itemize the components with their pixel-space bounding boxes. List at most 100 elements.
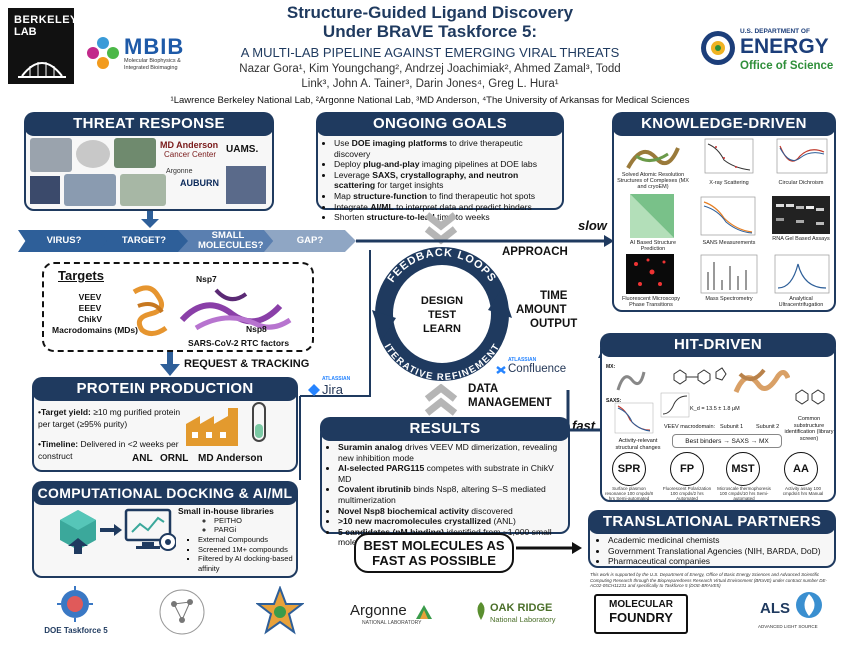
confluence-logo: ATLASSIAN Confluence — [496, 357, 568, 381]
argonne-logo: Argonne NATIONAL LABORATORY — [350, 602, 436, 632]
best-binders-box: Best binders → SAXS → MX — [672, 434, 782, 448]
berkeley-lab-logo-line2: LAB — [14, 26, 37, 38]
request-arrow — [160, 352, 180, 376]
page-subtitle: A MULTI-LAB PIPELINE AGAINST EMERGING VI… — [240, 45, 620, 60]
caption-sans: SANS Measurements — [702, 240, 756, 246]
goal-item-1: Use DOE imaging platforms to drive thera… — [334, 138, 560, 159]
structure-complex-icon — [626, 147, 680, 169]
jira-name: Jira — [322, 382, 343, 397]
confluence-atlassian: ATLASSIAN — [508, 357, 537, 363]
loop-design: DESIGN — [421, 295, 463, 307]
result-item-4: Novel Nsp8 biochemical activity discover… — [338, 506, 568, 517]
lab-anl: ANL — [132, 453, 153, 464]
oakridge-logo: OAK RIDGE National Laboratory — [474, 600, 560, 630]
time-label: TIME — [540, 290, 568, 302]
als-sub: ADVANCED LIGHT SOURCE — [758, 624, 818, 629]
page-title-line1: Structure-Guided Ligand Discovery — [286, 3, 574, 22]
doe-small: U.S. DEPARTMENT OF — [740, 28, 810, 35]
mst-caption: Microscale thermophoresis 100 cmpds/10 h… — [717, 486, 771, 501]
saxs-curve-plot — [614, 402, 654, 434]
rtc-label: SARS-CoV-2 RTC factors — [188, 338, 290, 348]
caption-cd: Circular Dichroism — [778, 180, 824, 186]
als-swirl-icon — [796, 592, 822, 618]
threat-collage: MD Anderson Cancer Center UAMS. Argonne … — [30, 138, 270, 208]
docking-list2: External Compounds Screened 1M+ compound… — [184, 535, 296, 573]
mx-structure-icon — [616, 371, 646, 391]
nsp8-label: Nsp8 — [246, 324, 267, 334]
output-label: OUTPUT — [530, 318, 578, 330]
results-panel — [320, 424, 570, 534]
goal-item-6: Shorten structure-to-lead time to weeks — [334, 212, 560, 223]
lab-mdanderson: MD Anderson — [198, 453, 263, 464]
fp-caption: Fluorescent Polarization 100 cmpds/2 hrs… — [662, 486, 712, 501]
protein-production-title: PROTEIN PRODUCTION — [32, 377, 298, 401]
spr-circle: SPR — [612, 452, 646, 486]
rna-gel-image — [772, 196, 830, 234]
best-molecules-box: BEST MOLECULES AS FAST AS POSSIBLE — [354, 533, 514, 573]
docking-list1: PEITHO PARGi — [200, 516, 296, 534]
chevron-gap-label: GAP? — [296, 235, 324, 246]
result-item-1: Suramin analog drives VEEV MD dimerizati… — [338, 442, 568, 463]
result-item-2: AI-selected PARG115 competes with substr… — [338, 463, 568, 484]
mbib-sub2: Integrated Bioimaging — [124, 65, 178, 71]
doe-taskforce-logo: DOE Taskforce 5 — [36, 584, 116, 640]
argonne-name: Argonne — [350, 602, 407, 619]
results-title: RESULTS — [320, 417, 570, 441]
docking-title: COMPUTATIONAL DOCKING & AI/ML — [32, 481, 298, 505]
docking-item-filtered: Filtered by AI docking-based affinity — [198, 554, 296, 573]
mdanderson-label: MD Anderson — [160, 140, 219, 150]
argonne-small-label: Argonne — [166, 168, 193, 175]
aa-label: AA — [793, 463, 809, 475]
argonne-triangle-icon — [416, 605, 432, 619]
mst-circle: MST — [726, 452, 760, 486]
caption-fluorescence: Fluorescent Microscopy Phase Transitions — [621, 296, 681, 308]
protein-dimer-icon — [733, 368, 790, 394]
auburn-label: AUBURN — [180, 178, 219, 188]
chevron-small-molecules: SMALL MOLECULES? — [178, 230, 278, 252]
xray-scattering-plot — [704, 138, 754, 174]
activity-label: Activity-relevant structural changes — [615, 438, 661, 451]
request-tracking-label: REQUEST & TRACKING — [184, 358, 310, 370]
jira-logo: ATLASSIAN Jira — [308, 376, 360, 402]
circular-dichroism-plot — [776, 138, 828, 174]
result-item-3: Covalent ibrutinib binds Nsp8, altering … — [338, 484, 568, 505]
slow-label: slow — [578, 218, 607, 233]
doe-logo: U.S. DEPARTMENT OF ENERGY Office of Scie… — [700, 24, 852, 80]
target-eeev: EEEV — [78, 303, 102, 313]
confluence-icon — [496, 366, 506, 374]
protein-structure-purple-icon — [179, 288, 292, 331]
binding-curve-plot — [660, 392, 690, 418]
threat-response-title: THREAT RESPONSE — [24, 112, 274, 136]
chevron-small-molecules-label: SMALL MOLECULES? — [198, 230, 264, 251]
mbib-logo: MBIB Molecular Biophysics & Integrated B… — [86, 34, 196, 78]
star-logo — [256, 586, 304, 635]
factory-icon — [186, 408, 238, 446]
berkeley-dome-icon — [18, 62, 66, 78]
doe-office: Office of Science — [740, 60, 834, 72]
ultracentrifugation-plot — [774, 254, 830, 294]
target-macrodomains: Macrodomains (MDs) — [52, 325, 138, 335]
argonne-sub: NATIONAL LABORATORY — [362, 620, 422, 626]
timeline-label: •Timeline: — [38, 439, 79, 449]
chevron-target: TARGET? — [98, 230, 190, 252]
aa-caption: Activity assay 100 cmpds/4 hrs Manual — [782, 486, 824, 496]
knowledge-grid: Solved Atomic Resolution Structures of C… — [616, 138, 834, 310]
veev-macrodomain-label: VEEV macrodomain: — [664, 424, 716, 430]
jira-icon — [308, 384, 320, 396]
approach-label: APPROACH — [502, 246, 568, 258]
oakridge-name: OAK RIDGE — [490, 602, 553, 614]
caption-structures: Solved Atomic Resolution Structures of C… — [617, 172, 689, 190]
caption-mass-spec: Mass Spectrometry — [705, 296, 753, 302]
best-binders-text: Best binders → SAXS → MX — [685, 437, 769, 445]
goals-list: Use DOE imaging platforms to drive thera… — [320, 138, 560, 223]
fp-label: FP — [679, 463, 695, 475]
best-molecules-text: BEST MOLECULES AS FAST AS POSSIBLE — [363, 538, 505, 568]
molecular-foundry-logo: MOLECULAR FOUNDRY — [594, 594, 688, 634]
goal-item-2: Deploy plug-and-play imaging pipelines a… — [334, 159, 560, 170]
jira-atlassian: ATLASSIAN — [322, 376, 351, 382]
docking-item-peitho: PEITHO — [214, 516, 296, 525]
berkeley-lab-logo-line1: BERKELEY — [14, 14, 78, 26]
kd-label: K_d = 13.5 ± 1.8 μM — [690, 406, 740, 412]
target-chikv: ChikV — [77, 314, 103, 324]
ai-prediction-heatmap — [630, 194, 674, 238]
